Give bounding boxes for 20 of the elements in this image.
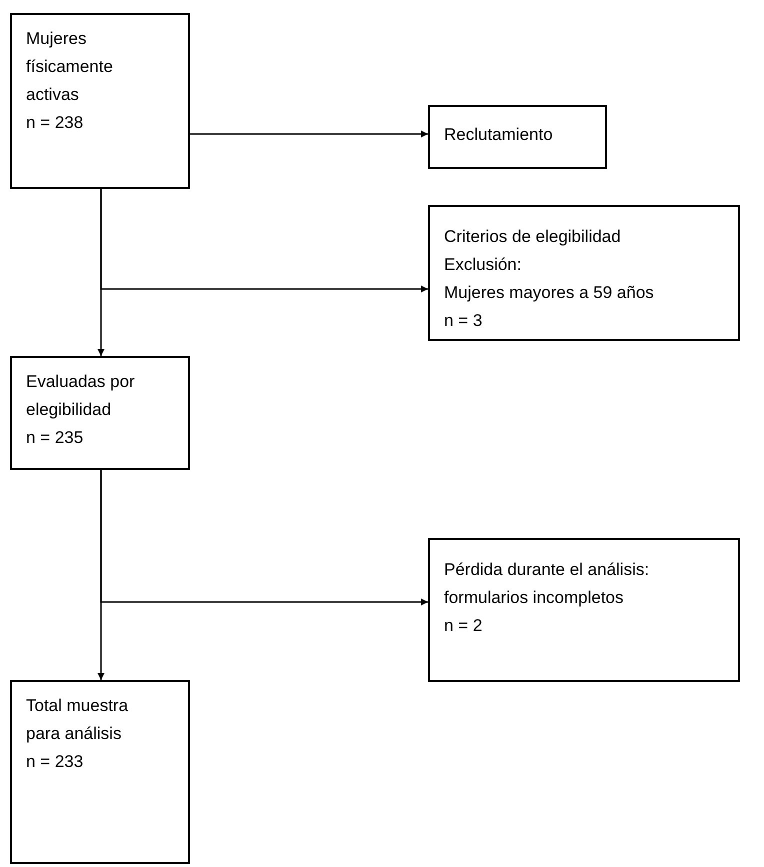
box-text: n = 235 bbox=[26, 427, 84, 449]
flow-box bbox=[10, 13, 190, 189]
arrow bbox=[98, 189, 104, 356]
box-text: n = 3 bbox=[444, 310, 484, 332]
box-text: Criterios de elegibilidad bbox=[444, 226, 622, 248]
box-text: Mujeres mayores a 59 años bbox=[444, 282, 655, 304]
box-text: formularios incompletos bbox=[444, 587, 625, 609]
arrow bbox=[190, 130, 428, 138]
flow-box bbox=[428, 538, 740, 682]
flow-box bbox=[10, 356, 190, 470]
box-text: Pérdida durante el análisis: bbox=[444, 559, 650, 581]
box-text: n = 2 bbox=[444, 615, 484, 637]
flow-box bbox=[428, 205, 740, 341]
box-text: Exclusión: bbox=[444, 254, 522, 276]
box-text: n = 238 bbox=[26, 112, 84, 134]
box-text: n = 233 bbox=[26, 751, 84, 773]
flow-box bbox=[10, 680, 190, 864]
box-text: Reclutamiento bbox=[444, 124, 554, 146]
flow-box bbox=[428, 105, 607, 169]
arrow bbox=[98, 470, 104, 680]
